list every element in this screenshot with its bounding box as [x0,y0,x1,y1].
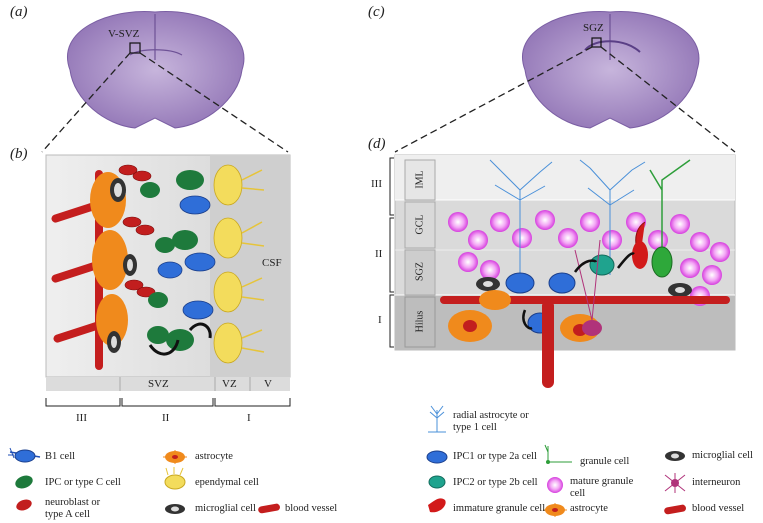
brain-label-sgz: SGZ [583,22,604,34]
roman-d-3: III [371,178,382,190]
legend-astrocyte-right: astrocyte [570,503,608,514]
zoom-line-right-2 [600,46,736,153]
ipc1-icon [426,450,448,464]
mature-granule-cells [448,210,730,306]
layer-sgz: SGZ [414,262,426,281]
layer-hilus: Hilus [414,310,426,333]
astrocyte-icon [163,450,187,464]
legend-astrocyte: astrocyte [195,451,233,462]
csf-label: CSF [262,257,282,269]
radial-astrocyte-icon [428,405,446,433]
legend-ependymal: ependymal cell [195,477,259,488]
legend-right-icons [426,405,686,517]
ipc2-icon [428,475,446,489]
interneuron-icon [664,473,686,493]
ependymal-icon [164,467,186,490]
legend-neuroblast: neuroblast or type A cell [45,497,101,520]
ipc-type-c-icon [15,475,33,489]
legend-microglia-right: microglial cell [692,450,753,461]
zone-v: V [264,378,272,390]
panel-b-brackets [45,398,291,407]
legend-blood-vessel-right: blood vessel [692,503,745,514]
roman-d-1: I [378,314,382,326]
layer-gcl: GCL [414,214,426,235]
granule-cell-icon [544,444,572,464]
brain-section-left [67,11,245,129]
legend-radial-astrocyte: radial astrocyte or type 1 cell [453,410,529,433]
roman-d-2: II [375,248,383,260]
zone-svz: SVZ [148,378,169,390]
legend-blood-vessel-left: blood vessel [285,503,338,514]
legend-granule-cell: granule cell [580,456,630,467]
legend-immature-granule: immature granule cell [453,503,546,514]
zoom-line-left-2 [139,52,289,153]
panel-label-c: (c) [368,4,385,20]
panel-label-a: (a) [10,4,28,20]
b1-cell-icon [8,447,41,463]
roman-b-1: I [247,412,251,424]
legend-b1-cell: B1 cell [45,451,76,462]
blood-vessel-icon [664,504,686,515]
mature-granule-icon [547,477,563,493]
legend-ipc1: IPC1 or type 2a cell [453,451,537,462]
legend-mature-granule: mature granule cell [570,476,634,499]
zoom-line-right-1 [394,46,593,153]
roman-b-3: III [76,412,87,424]
layer-iml: IML [414,170,426,189]
panel-b-diagram [45,154,291,391]
legend-interneuron: interneuron [692,477,741,488]
roman-b-2: II [162,412,170,424]
legend-left-icons [8,447,280,514]
brain-label-vsvz: V-SVZ [108,28,140,40]
microglia-icon [665,451,685,461]
astrocyte-icon [543,503,567,517]
panel-d-diagram [394,154,736,388]
microglia-icon [165,504,185,514]
panel-label-d: (d) [368,136,386,152]
zone-vz: VZ [222,378,237,390]
panel-d-brackets [389,157,394,348]
immature-granule-icon [428,498,446,513]
legend-microglia-left: microglial cell [195,503,256,514]
neuroblast-icon [16,499,32,511]
zoom-line-left-1 [41,52,131,153]
blood-vessel-icon [258,503,280,514]
legend-ipc-type-c: IPC or type C cell [45,477,121,488]
legend-ipc2: IPC2 or type 2b cell [453,477,538,488]
brain-section-right [522,11,700,129]
panel-label-b: (b) [10,146,28,162]
